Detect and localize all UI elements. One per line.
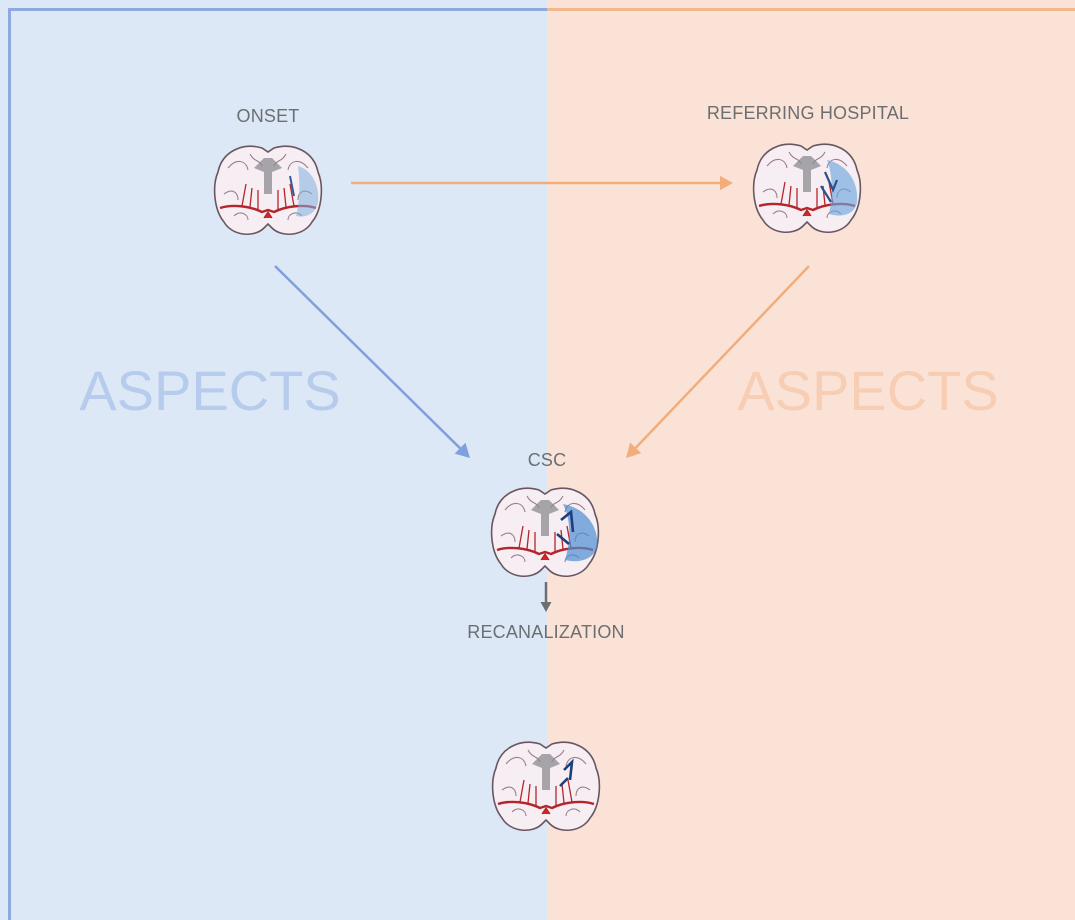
- left-panel-top-border: [8, 8, 547, 11]
- arrow-referring-hospital-to-csc: [626, 265, 810, 458]
- arrow-onset-to-referring-hospital: [351, 175, 733, 191]
- brain-csc-icon: [490, 487, 600, 578]
- brain-recanalization-icon: [491, 741, 601, 832]
- referring-hospital-label: REFERRING HOSPITAL: [706, 103, 910, 123]
- left-panel-left-border: [8, 8, 11, 920]
- onset-label: ONSET: [236, 106, 300, 126]
- arrow-csc-to-recanalization: [540, 582, 552, 612]
- brain-onset-icon: [213, 145, 323, 236]
- watermark-aspects-right: ASPECTS: [737, 359, 999, 422]
- watermark-aspects-left: ASPECTS: [79, 359, 341, 422]
- brain-referring-hospital-icon: [752, 143, 862, 234]
- right-panel-top-border: [547, 8, 1075, 11]
- csc-label: CSC: [527, 450, 567, 470]
- arrow-onset-to-csc: [274, 265, 470, 458]
- recanalization-label: RECANALIZATION: [467, 622, 625, 642]
